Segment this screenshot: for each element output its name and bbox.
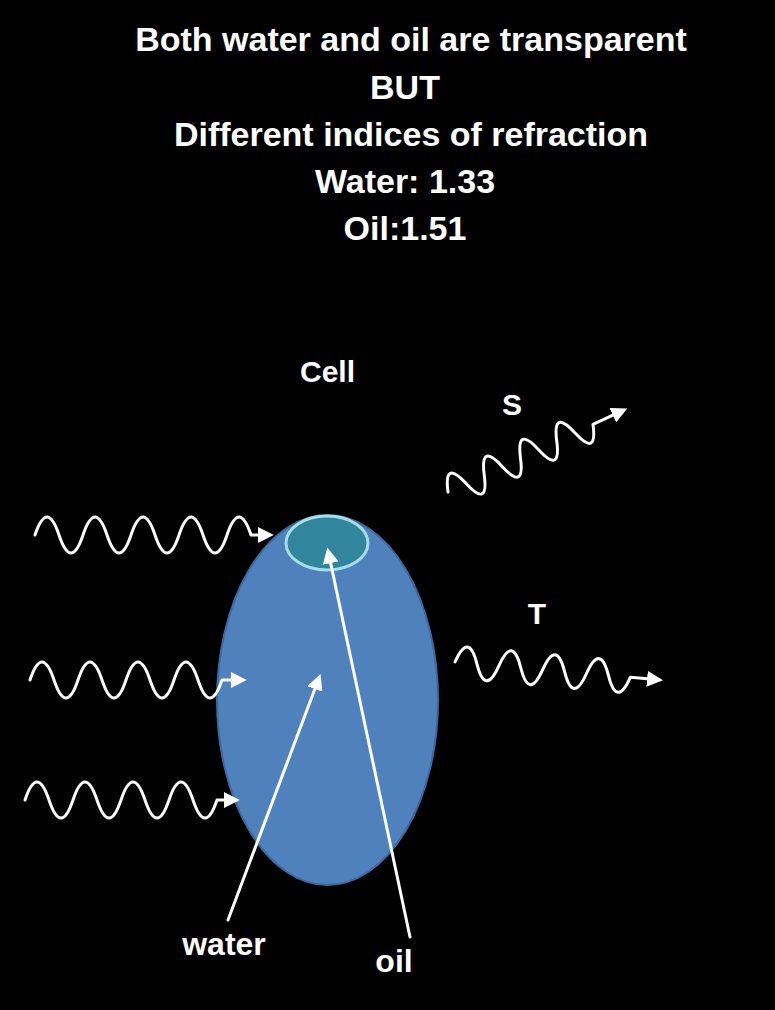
transmitted-label: T (528, 597, 546, 632)
oil-droplet (286, 516, 368, 570)
incident-wave (30, 662, 234, 698)
transmitted-wave (454, 646, 652, 695)
leader-arrow (228, 686, 316, 920)
scattered-wave (441, 399, 622, 506)
contrast-word: BUT (370, 68, 440, 107)
part-label: water (182, 926, 266, 963)
incident-wave (25, 782, 227, 818)
leader-arrow (330, 560, 410, 937)
cell-membrane (217, 515, 438, 885)
slide-title: Both water and oil are transparent (135, 20, 687, 59)
part-label: oil (375, 943, 412, 980)
scattered-label: S (502, 388, 522, 423)
cell-body: Cell (215, 350, 440, 890)
subtitle: Different indices of refraction (174, 115, 648, 154)
cell-heading: Cell (300, 355, 355, 390)
index-value: Oil:1.51 (344, 209, 467, 248)
cell-outline (215, 350, 440, 890)
index-value: Water: 1.33 (315, 162, 495, 201)
incident-wave (35, 517, 261, 553)
